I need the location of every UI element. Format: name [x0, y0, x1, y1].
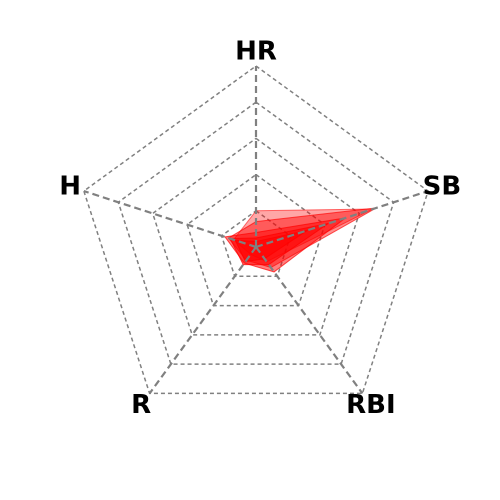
axis-label-sb: SB [423, 172, 462, 202]
radar-series-group [224, 207, 377, 273]
axis-label-rbi: RBI [346, 390, 396, 420]
radar-spokes [83, 66, 429, 395]
spoke-r [148, 246, 257, 395]
grid-ring-2 [186, 173, 326, 307]
axis-labels: HR SB RBI R H [59, 37, 461, 421]
grid-ring-3 [151, 137, 361, 336]
grid-ring-5 [82, 65, 430, 395]
spoke-rbi [255, 246, 364, 395]
axis-label-h: H [59, 172, 81, 202]
spoke-sb [255, 190, 429, 249]
grid-ring-4 [117, 101, 395, 365]
axis-label-r: R [131, 390, 151, 420]
spoke-h [83, 190, 257, 249]
axis-label-hr: HR [235, 37, 277, 67]
